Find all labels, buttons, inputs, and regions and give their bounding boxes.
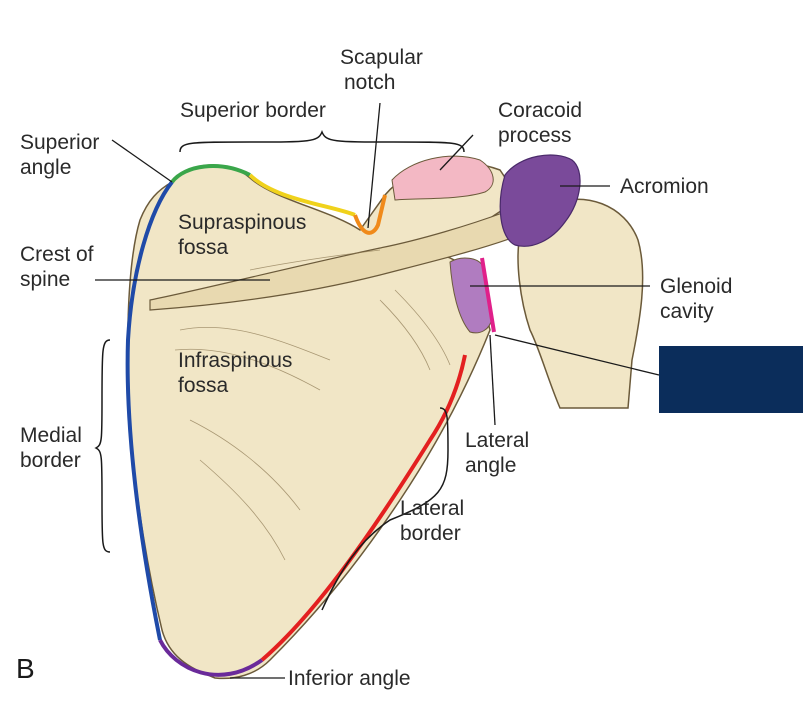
label-superior-border: Superior border — [180, 99, 326, 122]
label-lateral-border: Lateral border — [400, 497, 465, 545]
superior-angle-border — [170, 164, 251, 184]
label-medial-border: Medial border — [20, 424, 82, 472]
panel-letter: B — [16, 653, 35, 684]
superior-border-line — [248, 173, 356, 217]
label-crest-of-spine: Crest of spine — [20, 243, 94, 291]
acromion-shape — [499, 154, 581, 247]
label-glenoid-cavity: Glenoid cavity — [660, 275, 733, 323]
glenoid-shape — [449, 257, 493, 334]
label-scapular-notch: Scapular notch — [340, 46, 423, 94]
label-superior-angle: Superior angle — [20, 131, 100, 179]
label-coracoid-process: Coracoid process — [498, 99, 583, 147]
label-supraspinous-fossa: Supraspinous fossa — [178, 211, 307, 259]
glenoid-rim — [480, 257, 496, 333]
label-inferior-angle: Inferior angle — [288, 667, 411, 690]
label-lateral-angle: Lateral angle — [465, 429, 530, 477]
leader-lines — [95, 102, 660, 679]
hidden-label-box[interactable] — [659, 346, 803, 413]
lateral-border-line — [260, 354, 467, 662]
inferior-angle-line — [158, 639, 264, 677]
label-acromion: Acromion — [620, 175, 709, 198]
label-infraspinous-fossa: Infraspinous fossa — [178, 349, 293, 397]
shading-strokes — [174, 249, 451, 561]
medial-border-line — [125, 180, 174, 641]
coracoid-shape — [391, 155, 494, 201]
braces — [94, 129, 465, 611]
scapular-notch-line — [353, 194, 387, 235]
